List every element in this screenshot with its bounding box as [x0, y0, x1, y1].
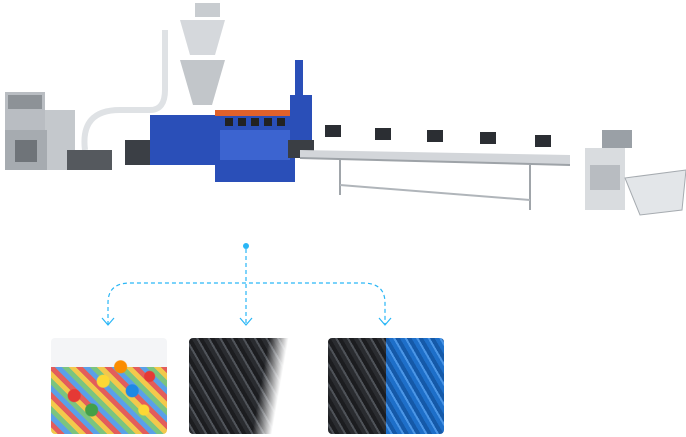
- arrow-down-icon: [239, 317, 253, 326]
- feeder-hopper: [67, 3, 225, 170]
- cooling-conveyor: [299, 125, 571, 210]
- product-image-black-pellets: [189, 338, 305, 434]
- dot-icon: [243, 243, 249, 249]
- product-image-black-blue-pellets: [328, 338, 444, 434]
- screen-changer: [288, 60, 314, 158]
- pelletizer: [585, 130, 632, 210]
- crusher: [5, 92, 75, 170]
- single-screw-extruder: [125, 110, 298, 182]
- arrow-down-icon: [101, 317, 115, 326]
- product-image-colored-pellets: [51, 338, 167, 434]
- arrow-down-icon: [378, 317, 392, 326]
- product-connector: [101, 243, 392, 326]
- collection-bin: [624, 169, 686, 216]
